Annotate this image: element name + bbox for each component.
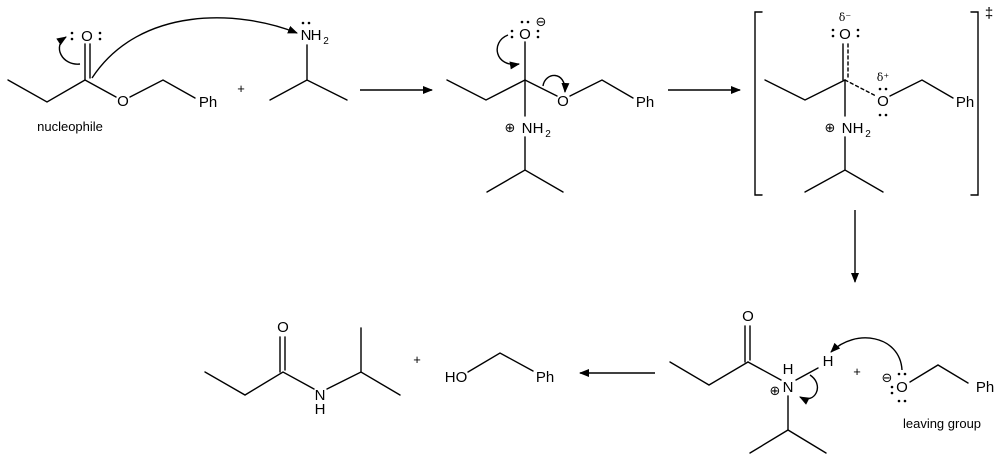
curved-arrow-nh-bond [799,374,819,405]
amine-nitrogen: N [301,27,312,44]
alkoxide-oxygen: O [519,26,531,43]
double-dagger: ‡ [985,5,993,22]
protonated-amide: O H N ⊕ H [669,308,834,454]
amide-oxygen: O [742,308,754,325]
subscript-2: 2 [323,36,329,47]
carbonyl-oxygen: O [81,28,93,45]
benzyl-alcohol-product: HO Ph [445,352,554,386]
subscript-2: 2 [545,129,551,140]
ester-reactant: O O Ph nucleophile [7,17,298,134]
isopropylamine: N H 2 [269,21,348,101]
plus-sign: + [853,364,861,379]
amide-hydrogen: H [315,401,326,418]
delta-plus: δ⁺ [877,71,890,84]
phenyl-label: Ph [956,94,974,111]
ts-nitrogen: N [842,120,853,137]
amide-nitrogen: N [783,379,794,396]
transition-state: ‡ δ⁻ O δ⁺ O Ph ⊕ N H 2 [754,5,993,196]
subscript-2: 2 [865,129,871,140]
phenyl-label: Ph [976,379,994,396]
nucleophile-label: nucleophile [37,119,103,134]
ammonium-hydrogen: H [533,120,544,137]
negative-charge: ⊖ [536,15,547,30]
positive-charge: ⊕ [770,384,781,399]
phenyl-label: Ph [536,369,554,386]
ts-hydrogen: H [853,120,864,137]
positive-charge: ⊕ [825,121,836,136]
tetrahedral-intermediate: O ⊖ O Ph ⊕ N H 2 [446,15,654,193]
amide-oxygen: O [277,319,289,336]
phenyl-label: Ph [199,94,217,111]
negative-charge: ⊖ [882,371,893,386]
alkoxide-oxygen: O [896,379,908,396]
ts-carbonyl-oxygen: O [839,26,851,43]
left-bracket [754,11,763,196]
amide-nitrogen: N [315,387,326,404]
phenyl-label: Ph [636,94,654,111]
curved-arrow-nucleophilic-attack [91,17,298,79]
leaving-group-label: leaving group [903,416,981,431]
delta-minus: δ⁻ [839,11,852,24]
hydroxyl-label: HO [445,369,468,386]
ester-oxygen: O [117,93,129,110]
acidic-hydrogen: H [823,353,834,370]
plus-sign: + [413,352,421,367]
amine-hydrogen: H [311,27,322,44]
curved-arrow-deprotonation [830,337,903,371]
ts-ether-oxygen: O [877,93,889,110]
curved-arrow-leaving-group [542,74,570,93]
ether-oxygen: O [557,93,569,110]
n-hydrogen: H [783,361,794,378]
curved-arrow-reform-carbonyl [496,34,520,70]
amide-product: O N H [204,319,401,418]
plus-sign: + [237,81,245,96]
curved-arrow-pi-bond [56,36,81,65]
positive-charge: ⊕ [505,121,516,136]
ammonium-nitrogen: N [522,120,533,137]
right-bracket [970,11,979,196]
benzyl-alkoxide: ⊖ O Ph leaving group [830,337,994,431]
